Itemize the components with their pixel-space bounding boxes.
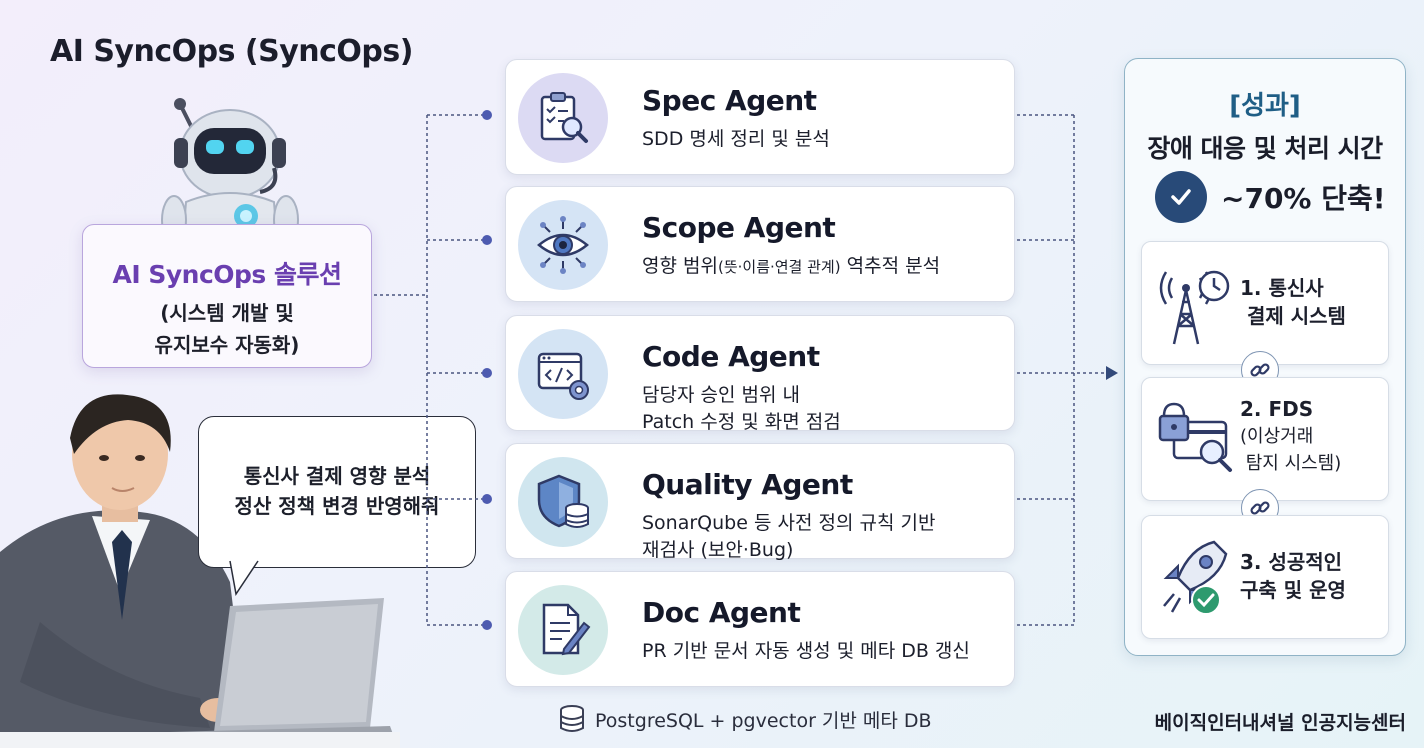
results-metric-label: 장애 대응 및 처리 시간 xyxy=(1147,134,1383,163)
footer-organization: 베이직인터내셔널 인공지능센터 xyxy=(1154,712,1406,734)
agent-card-doc[interactable]: Doc Agent PR 기반 문서 자동 생성 및 메타 DB 갱신 xyxy=(505,571,1015,687)
agent-name: Doc Agent xyxy=(642,596,801,629)
solution-card: AI SyncOps 솔루션 (시스템 개발 및 유지보수 자동화) xyxy=(82,224,372,368)
telecom-tower-clock-icon xyxy=(1159,270,1230,345)
agent-description-tail: 역추적 분석 xyxy=(840,255,941,277)
agent-card-spec[interactable]: Spec Agent SDD 명세 정리 및 분석 xyxy=(505,59,1015,175)
check-circle-icon xyxy=(1155,171,1207,223)
solution-title: AI SyncOps 솔루션 xyxy=(112,260,342,289)
agent-description: 담당자 승인 범위 내 Patch 수정 및 화면 점검 xyxy=(642,382,841,436)
clipboard-magnifier-icon xyxy=(518,73,608,163)
result-item-line1: 2. FDS xyxy=(1240,397,1314,421)
result-item-line1: 3. 성공적인 xyxy=(1240,550,1343,574)
agent-description: SDD 명세 정리 및 분석 xyxy=(642,128,830,150)
solution-subtitle-line2: 유지보수 자동화) xyxy=(154,333,300,357)
speech-bubble-tail xyxy=(229,560,259,596)
solution-subtitle-line1: (시스템 개발 및 xyxy=(160,301,294,325)
results-heading: [성과] xyxy=(1229,91,1301,121)
result-item-fds: 2. FDS (이상거래 탐지 시스템) xyxy=(1141,377,1389,501)
businessman-laptop-icon xyxy=(0,394,400,748)
agent-description-main: 영향 범위 xyxy=(642,255,718,277)
request-line1: 통신사 결제 영향 분석 xyxy=(243,464,431,488)
agent-description-line1: 담당자 승인 범위 내 xyxy=(642,384,800,406)
page-title: AI SyncOps (SyncOps) xyxy=(50,34,413,69)
db-note-text: PostgreSQL + pgvector 기반 메타 DB xyxy=(595,709,932,732)
request-line2: 정산 정책 변경 반영해줘 xyxy=(234,494,440,518)
result-item-line2: 구축 및 운영 xyxy=(1240,578,1346,602)
eye-network-icon xyxy=(518,200,608,290)
code-window-gear-icon xyxy=(518,329,608,419)
lock-card-magnifier-icon xyxy=(1158,402,1232,472)
db-note: PostgreSQL + pgvector 기반 메타 DB xyxy=(557,704,932,734)
agent-description: 영향 범위(뜻·이름·연결 관계) 역추적 분석 xyxy=(642,253,940,281)
agent-description-line2: 재검사 (보안·Bug) xyxy=(642,539,794,561)
results-metric-value: ~70% 단축! xyxy=(1221,182,1386,215)
database-icon xyxy=(560,705,584,732)
results-metric-row: ~70% 단축! xyxy=(1155,171,1386,223)
result-item-success: 3. 성공적인 구축 및 운영 xyxy=(1141,515,1389,639)
agent-description-line2: Patch 수정 및 화면 점검 xyxy=(642,411,841,433)
agent-name: Quality Agent xyxy=(642,468,853,501)
shield-database-icon xyxy=(518,457,608,547)
agent-card-code[interactable]: Code Agent 담당자 승인 범위 내 Patch 수정 및 화면 점검 xyxy=(505,315,1015,433)
result-item-text: 2. FDS (이상거래 탐지 시스템) xyxy=(1240,396,1341,477)
result-item-line2: 결제 시스템 xyxy=(1240,304,1346,328)
rocket-check-icon xyxy=(1163,540,1228,615)
result-item-telecom: 1. 통신사 결제 시스템 xyxy=(1141,241,1389,365)
request-speech-bubble: 통신사 결제 영향 분석 정산 정책 변경 반영해줘 xyxy=(198,416,476,568)
document-pen-icon xyxy=(518,585,608,675)
agent-card-scope[interactable]: Scope Agent 영향 범위(뜻·이름·연결 관계) 역추적 분석 xyxy=(505,186,1015,302)
agent-description-paren: (뜻·이름·연결 관계) xyxy=(717,258,841,276)
agent-description-line1: SonarQube 등 사전 정의 규칙 기반 xyxy=(642,512,936,534)
result-item-line1: 1. 통신사 xyxy=(1240,276,1324,300)
agent-description: PR 기반 문서 자동 생성 및 메타 DB 갱신 xyxy=(642,640,970,662)
result-item-text: 1. 통신사 결제 시스템 xyxy=(1240,274,1346,330)
agent-name: Code Agent xyxy=(642,340,820,373)
result-item-text: 3. 성공적인 구축 및 운영 xyxy=(1240,548,1346,604)
agent-name: Spec Agent xyxy=(642,84,817,117)
agent-name: Scope Agent xyxy=(642,211,836,244)
result-item-line2: (이상거래 xyxy=(1240,426,1314,447)
result-item-line3: 탐지 시스템) xyxy=(1240,453,1342,474)
results-panel: [성과] 장애 대응 및 처리 시간 ~70% 단축! 1. 통신사 결제 시스… xyxy=(1124,58,1406,656)
